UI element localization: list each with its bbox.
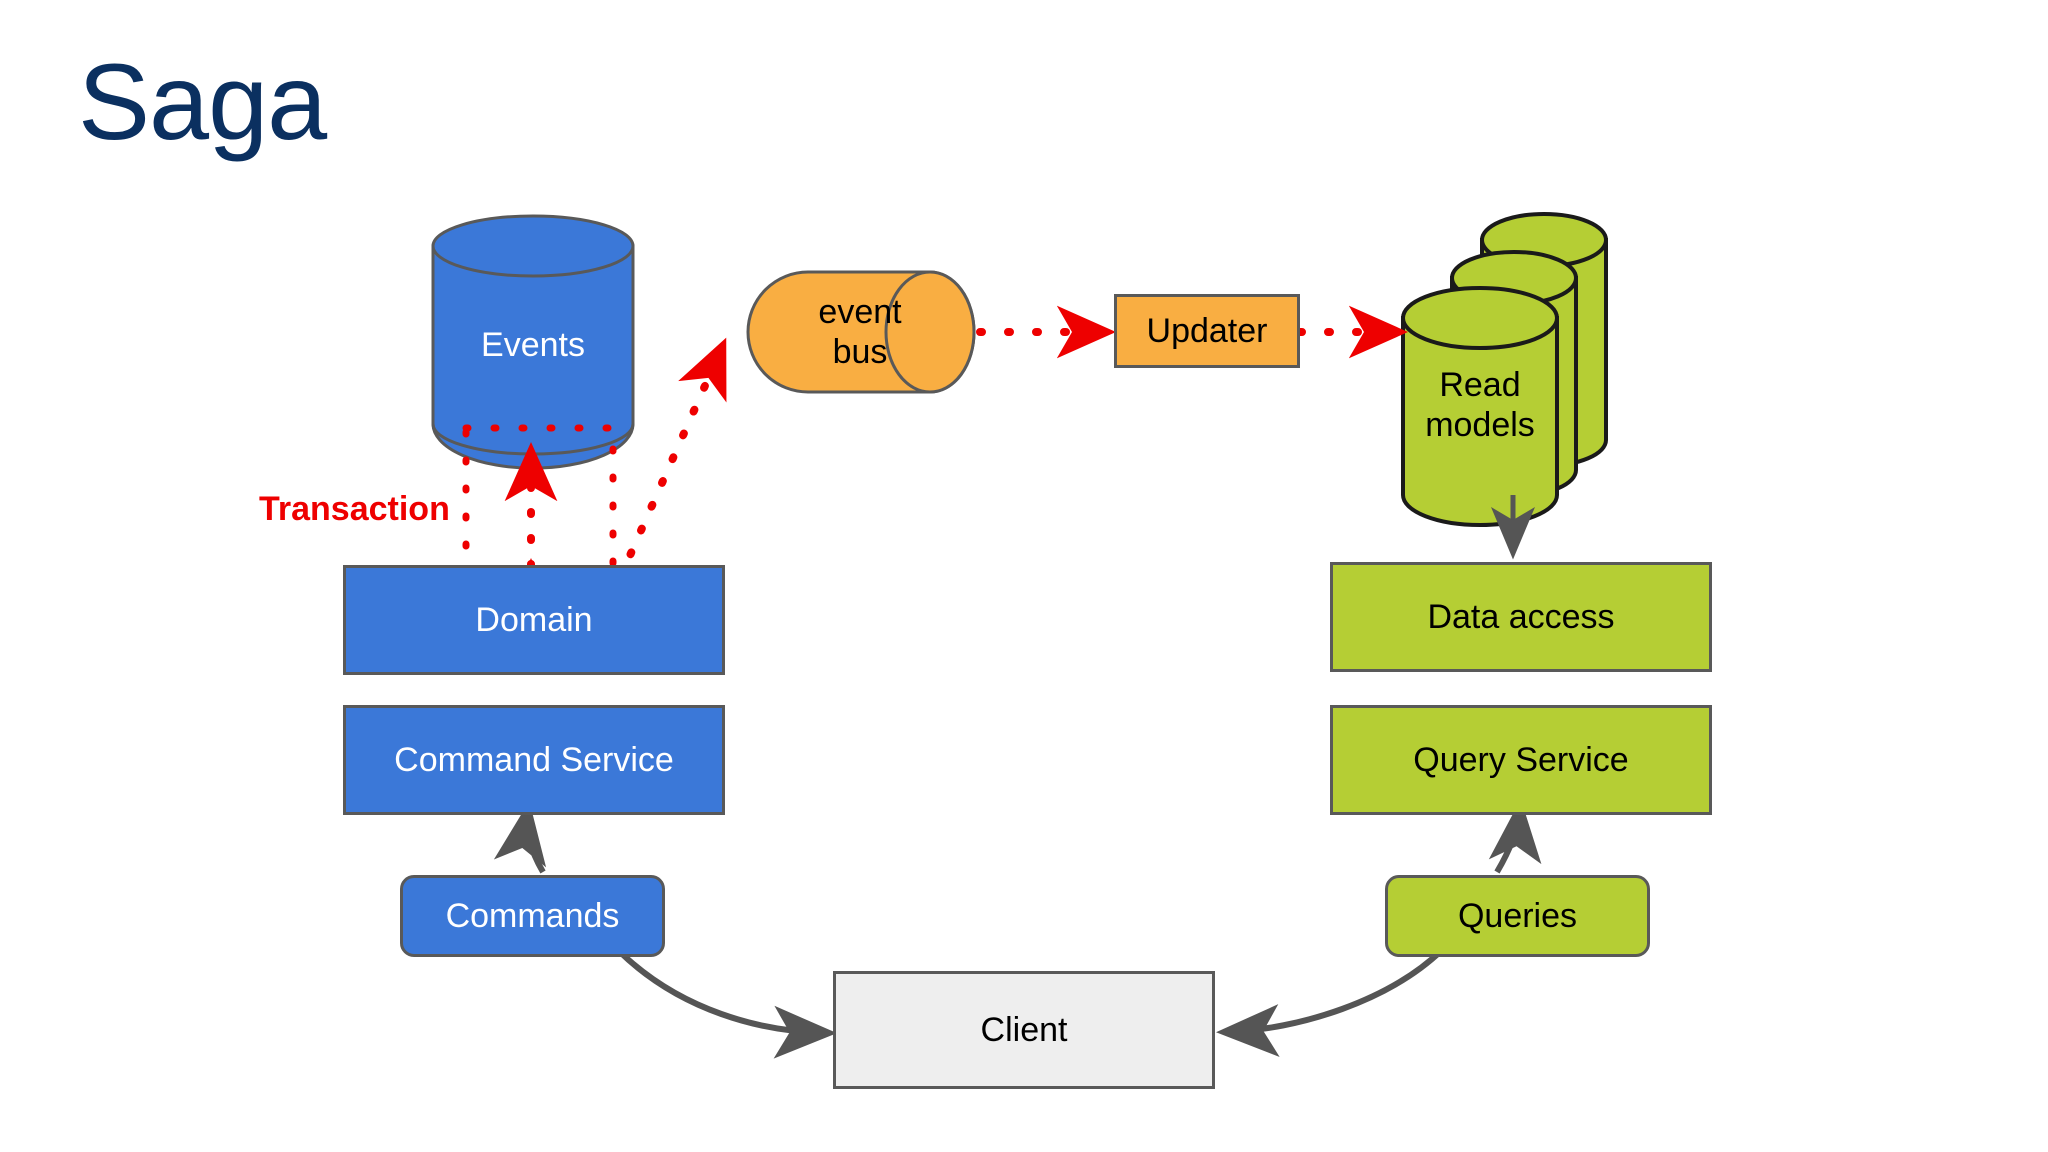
queries-node[interactable]: Queries (1385, 875, 1650, 957)
edge-queries-queryservice (1488, 799, 1542, 874)
commands-node[interactable]: Commands (400, 875, 665, 957)
event-bus-shape[interactable] (746, 270, 976, 394)
client-node[interactable]: Client (833, 971, 1215, 1089)
edge-client-queries (1216, 947, 1445, 1057)
edge-commands-commandservice (493, 801, 547, 874)
page-title: Saga (78, 41, 327, 162)
updater-node[interactable]: Updater (1114, 294, 1300, 368)
query-service-node[interactable]: Query Service (1330, 705, 1712, 815)
events-store-shape[interactable] (431, 214, 635, 470)
read-models-shape[interactable] (1401, 212, 1608, 527)
command-service-node[interactable]: Command Service (343, 705, 725, 815)
domain-node[interactable]: Domain (343, 565, 725, 675)
data-access-node[interactable]: Data access (1330, 562, 1712, 672)
transaction-label: Transaction (259, 490, 450, 528)
edge-commands-client (617, 949, 837, 1059)
edge-domain-eventbus (616, 337, 727, 582)
